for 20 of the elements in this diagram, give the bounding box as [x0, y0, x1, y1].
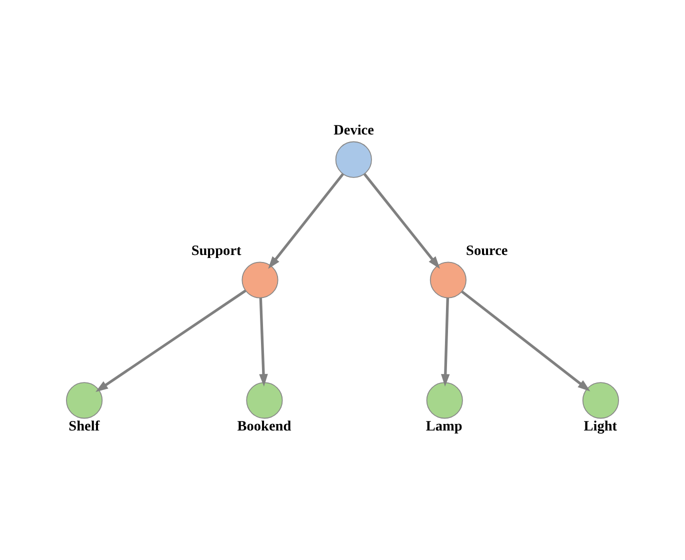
node-circle	[242, 262, 278, 298]
node-circle	[430, 262, 466, 298]
node-label: Support	[191, 242, 242, 259]
node-label: Bookend	[237, 418, 292, 435]
node-circle	[426, 382, 463, 419]
node-label: Lamp	[426, 418, 462, 435]
node-label: Shelf	[68, 418, 100, 435]
arrow	[363, 173, 440, 269]
node-circle	[66, 382, 103, 419]
node-label: Light	[584, 418, 618, 435]
node-circle	[582, 382, 619, 419]
arrow	[441, 298, 450, 387]
arrow	[461, 290, 590, 392]
arrow	[259, 298, 268, 387]
node-label: Source	[466, 242, 508, 259]
arrow	[268, 173, 344, 269]
node-label: Device	[334, 122, 374, 138]
arrow	[96, 289, 246, 392]
node-circle	[335, 141, 372, 178]
node-circle	[246, 382, 283, 419]
